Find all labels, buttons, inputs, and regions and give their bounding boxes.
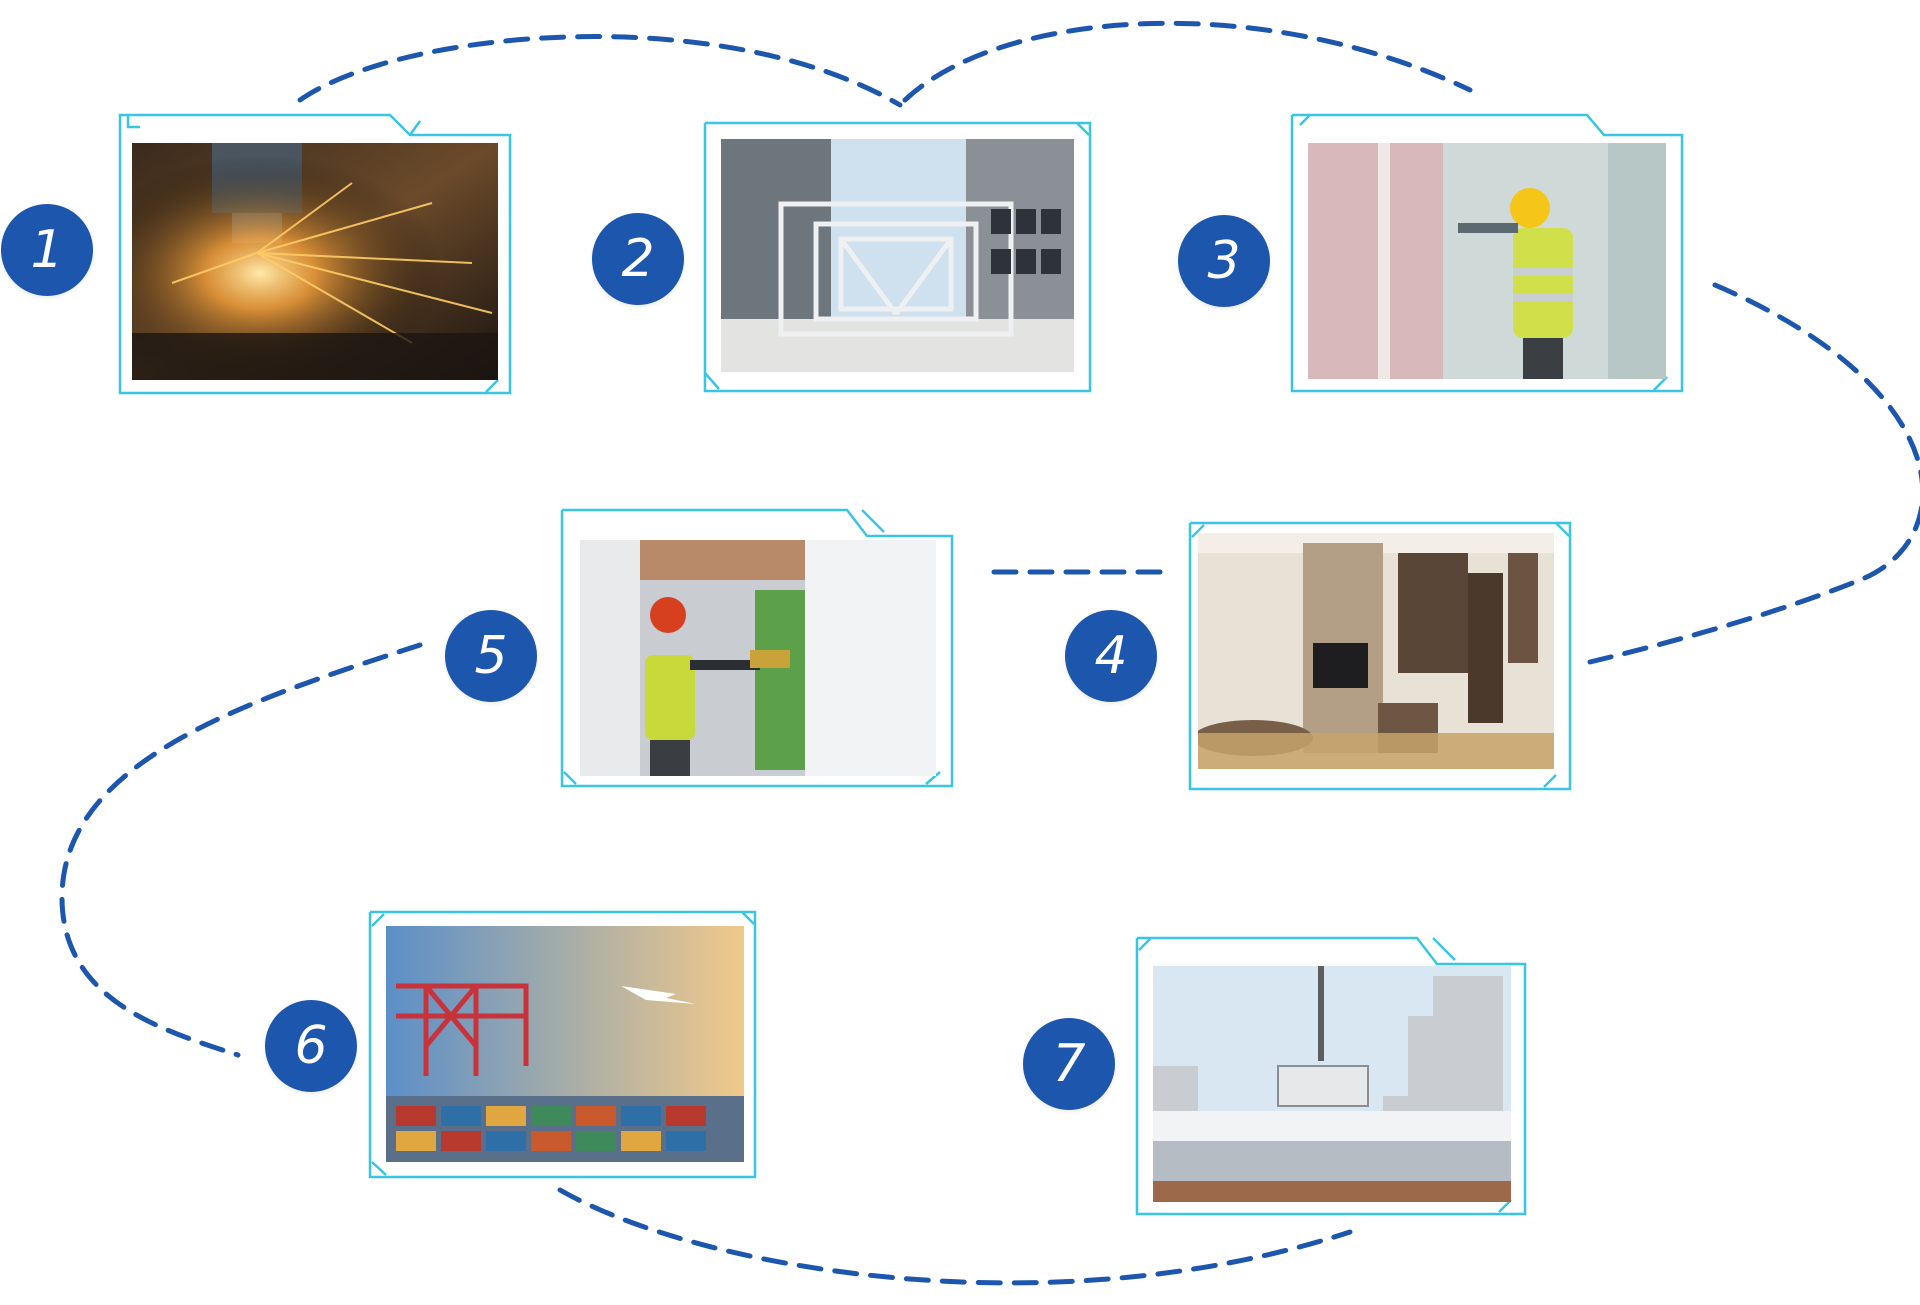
connector-2-3 [902, 20, 1473, 103]
step-number-badge: 2 [592, 213, 684, 305]
connector-5-6 [59, 642, 423, 1058]
photo-frame [1290, 113, 1684, 393]
step-number: 1 [30, 220, 64, 280]
photo-frame [560, 508, 954, 788]
furnished-room-interior-photo [1198, 533, 1554, 769]
photo-frame [118, 113, 512, 395]
step-number: 6 [294, 1016, 328, 1076]
photo-frame [368, 910, 757, 1179]
connector-6-7 [557, 1187, 1353, 1286]
step-number: 5 [474, 626, 508, 686]
port-shipping-photo [386, 926, 744, 1162]
laser-cutting-photo [132, 143, 498, 380]
step-number-badge: 5 [445, 610, 537, 702]
steel-frame-photo [721, 139, 1074, 372]
step-number: 3 [1207, 231, 1241, 291]
step-number: 2 [621, 229, 655, 289]
crane-module-installation-photo [1153, 966, 1511, 1202]
step-number: 7 [1052, 1034, 1086, 1094]
step-number-badge: 6 [265, 1000, 357, 1092]
step-number-badge: 4 [1065, 610, 1157, 702]
photo-frame [703, 121, 1092, 393]
connector-3-4 [1587, 282, 1920, 665]
spray-painting-photo [580, 540, 936, 776]
photo-frame [1188, 521, 1572, 791]
connector-1-2 [297, 34, 903, 108]
step-number: 4 [1094, 626, 1128, 686]
step-number-badge: 7 [1023, 1018, 1115, 1110]
photo-frame [1135, 936, 1527, 1216]
wall-panel-installation-photo [1308, 143, 1666, 379]
step-number-badge: 3 [1178, 215, 1270, 307]
step-number-badge: 1 [1, 204, 93, 296]
